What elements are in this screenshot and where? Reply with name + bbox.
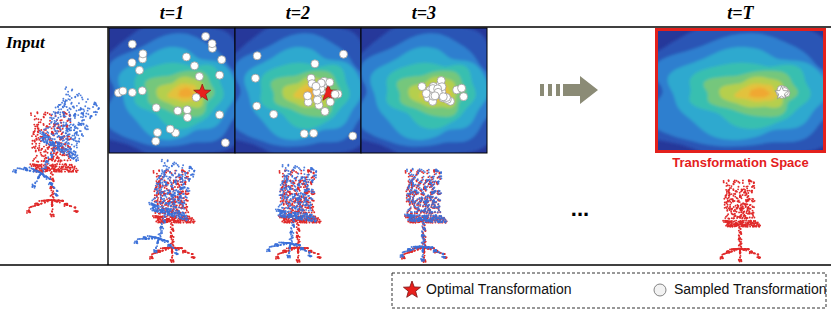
figure: Transformation SpaceInputt=1t=2t=3t=T...… [0,0,831,315]
